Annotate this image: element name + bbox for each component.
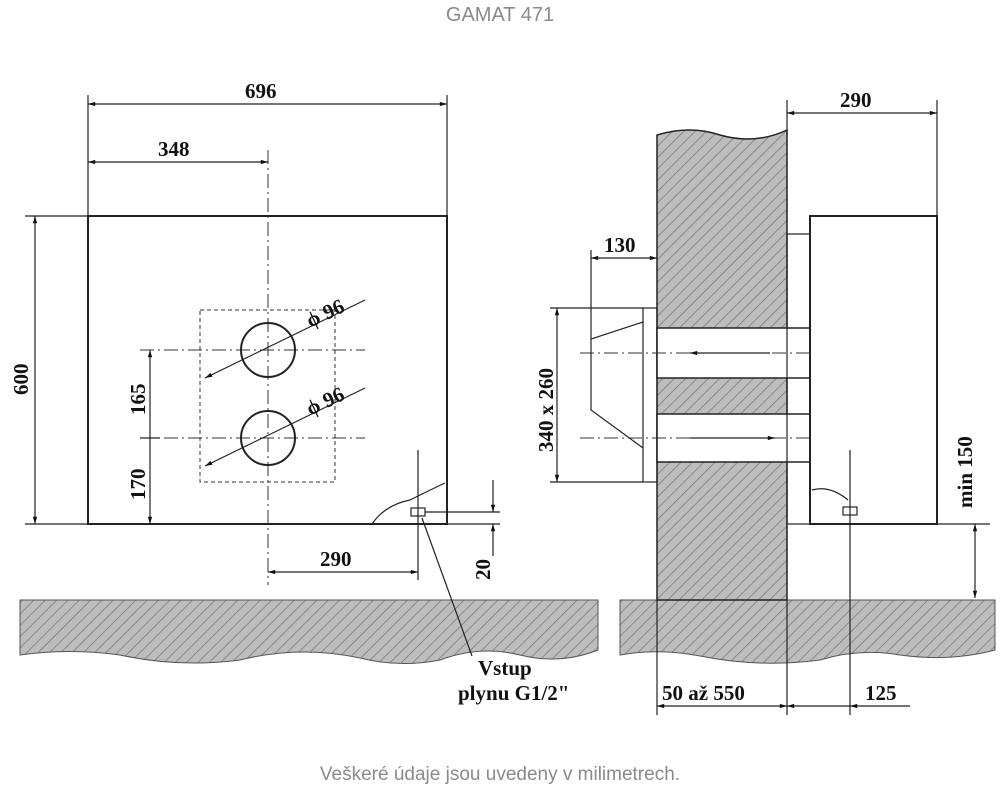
pipe-upper bbox=[240, 322, 296, 378]
dim-lower-pipe: 170 bbox=[126, 469, 150, 501]
dim-height: 600 bbox=[9, 364, 33, 396]
gas-inlet-label-1: Vstup bbox=[478, 656, 532, 680]
dim-pipe-spacing: 165 bbox=[126, 384, 150, 416]
dim-terminal-depth: 130 bbox=[604, 233, 636, 257]
floor-left bbox=[19, 599, 599, 665]
appliance-side bbox=[809, 215, 938, 525]
terminal-hood bbox=[590, 321, 644, 449]
floor-right bbox=[619, 599, 996, 664]
dim-wall-thickness: 50 až 550 bbox=[662, 681, 745, 705]
dim-min-floor: min 150 bbox=[953, 436, 977, 508]
dim-gas-height: 20 bbox=[471, 559, 495, 580]
pipe-lower bbox=[240, 410, 296, 466]
terminal-flange bbox=[642, 307, 658, 483]
dim-gas-offset: 290 bbox=[320, 547, 352, 571]
drawing-title: GAMAT 471 bbox=[445, 4, 555, 26]
units-note: Veškeré údaje jsou uvedeny v milimetrech… bbox=[319, 764, 681, 785]
dim-gas-distance: 125 bbox=[865, 681, 897, 705]
dim-width: 696 bbox=[245, 79, 277, 103]
dim-center: 348 bbox=[158, 137, 190, 161]
dim-terminal-size: 340 x 260 bbox=[534, 368, 558, 452]
side-view: 290 130 340 x 260 min 150 50 až 550 125 bbox=[534, 88, 990, 715]
gas-inlet-label-2: plynu G1/2" bbox=[458, 681, 569, 705]
dim-depth: 290 bbox=[840, 88, 872, 112]
front-view: ϕ 96 ϕ 96 696 348 600 165 170 290 bbox=[9, 79, 569, 705]
